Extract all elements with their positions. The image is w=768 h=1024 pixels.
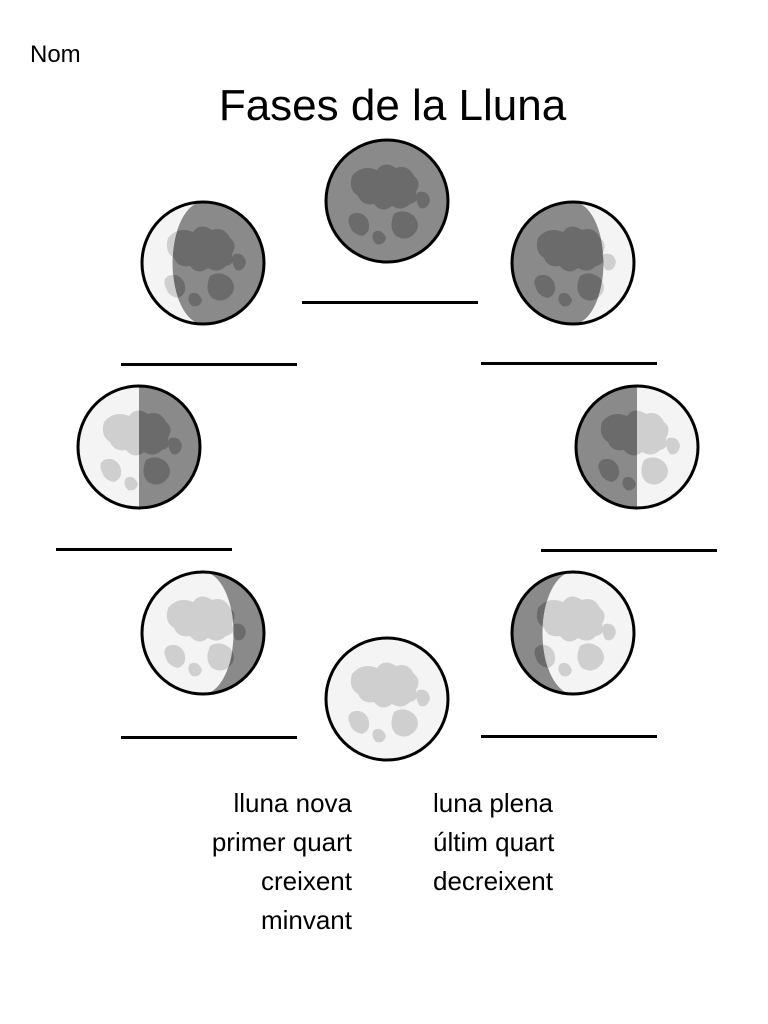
moon-waxing-gibbous	[508, 568, 638, 698]
last-quarter-icon	[76, 384, 202, 510]
name-label: Nom	[30, 41, 81, 68]
answer-blank-upper-right[interactable]	[481, 362, 657, 365]
word-bank-left: lluna nova primer quart creixent minvant	[212, 784, 352, 940]
moon-waxing-crescent	[508, 198, 638, 328]
word-bank-item: luna plena	[433, 788, 553, 818]
moon-last-quarter	[74, 382, 204, 512]
moon-waning-gibbous	[138, 568, 268, 698]
word-bank-item: lluna nova	[233, 788, 352, 818]
moon-first-quarter	[572, 382, 702, 512]
waxing-gibbous-icon	[510, 570, 636, 696]
full-moon-icon	[324, 636, 450, 762]
answer-blank-left[interactable]	[56, 548, 232, 551]
waxing-crescent-icon	[510, 200, 636, 326]
moon-waning-crescent	[138, 198, 268, 328]
word-bank-item: últim quart	[433, 827, 555, 857]
new-moon-icon	[324, 138, 450, 264]
word-bank-item: creixent	[260, 866, 352, 896]
answer-blank-top[interactable]	[302, 301, 478, 304]
moon-full-moon	[322, 634, 452, 764]
first-quarter-icon	[574, 384, 700, 510]
answer-blank-upper-left[interactable]	[121, 363, 297, 366]
moon-new-moon	[322, 136, 452, 266]
page-title: Fases de la Lluna	[218, 81, 567, 130]
word-bank-item: decreixent	[433, 866, 553, 896]
answer-blank-right[interactable]	[541, 549, 717, 552]
answer-blank-lower-left[interactable]	[121, 736, 297, 739]
word-bank-right: luna plena últim quart decreixent	[433, 784, 554, 901]
answer-blank-lower-right[interactable]	[481, 735, 657, 738]
waning-crescent-icon	[140, 200, 266, 326]
waning-gibbous-icon	[140, 570, 266, 696]
word-bank-item: primer quart	[211, 827, 352, 857]
word-bank-item: minvant	[260, 905, 352, 935]
